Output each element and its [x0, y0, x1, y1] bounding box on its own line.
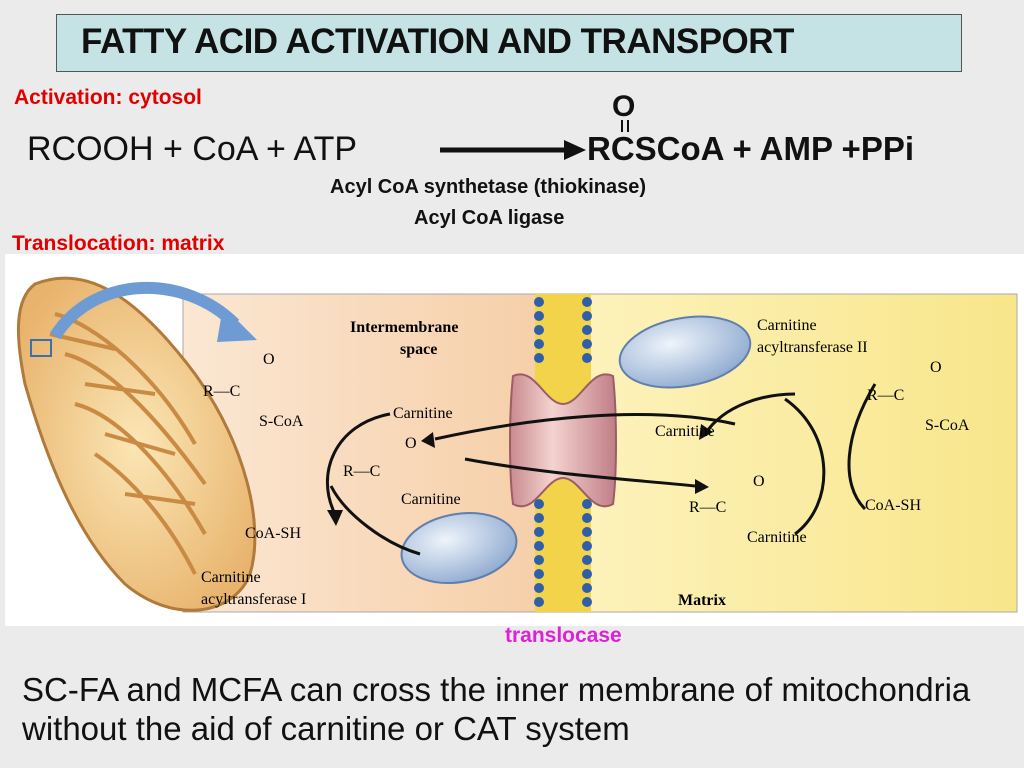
acylcoa-rc: R—C — [203, 383, 240, 400]
acylcarn-ims-o: O — [405, 435, 417, 452]
zoom-arrow — [49, 282, 240, 340]
translocation-label: Translocation: matrix — [12, 232, 225, 255]
activation-label: Activation: cytosol — [14, 86, 202, 109]
enzyme-alt-name: Acyl CoA ligase — [414, 207, 565, 229]
carbonyl-oxygen: O — [612, 90, 636, 123]
cat1-label-2: acyltransferase I — [201, 591, 306, 608]
acylcoa-scoa: S-CoA — [259, 413, 304, 430]
acylcoa-matrix-o: O — [930, 359, 942, 376]
arrow-heads — [327, 424, 713, 526]
double-bond — [621, 120, 629, 132]
coash-matrix-label: CoA-SH — [865, 497, 921, 514]
reaction-arrow — [440, 140, 586, 160]
acylcarn-ims-rc: R—C — [343, 463, 380, 480]
cat2-enzyme — [618, 315, 752, 389]
equation-reactants: RCOOH + CoA + ATP — [27, 130, 358, 168]
acylcarn-matrix-rc: R—C — [689, 499, 726, 516]
carnitine-ims-label: Carnitine — [393, 405, 453, 422]
cat2-label-1: Carnitine — [757, 317, 817, 334]
carnitine-matrix-label: Carnitine — [655, 423, 715, 440]
carnitine-shuttle-figure: Intermembrane space Matrix Carnitine acy… — [5, 254, 1024, 626]
equation-products: RCSCoA + AMP +PPi — [587, 130, 915, 167]
cat1-enzyme — [400, 512, 518, 584]
cat2-label-2: acyltransferase II — [757, 339, 868, 356]
title-box: FATTY ACID ACTIVATION AND TRANSPORT — [56, 14, 962, 72]
ims-label-1: Intermembrane — [350, 319, 458, 336]
acylcarn-matrix-o: O — [753, 473, 765, 490]
ims-label-2: space — [400, 341, 437, 358]
coash-ims-label: CoA-SH — [245, 525, 301, 542]
acylcarn-matrix-carnitine: Carnitine — [747, 529, 807, 546]
acylcoa-o: O — [263, 351, 275, 368]
shuttle-diagram: Intermembrane space Matrix Carnitine acy… — [17, 276, 1018, 613]
mitochondrion-illustration — [17, 276, 257, 612]
enzyme-name: Acyl CoA synthetase (thiokinase) — [330, 176, 647, 198]
matrix-label: Matrix — [678, 592, 726, 609]
acylcarn-ims-carnitine: Carnitine — [401, 491, 461, 508]
translocase-protein — [509, 373, 617, 508]
zoom-arrow-head — [217, 306, 257, 342]
translocase-label: translocase — [505, 624, 622, 647]
acylcoa-matrix-rc: R—C — [867, 387, 904, 404]
matrix-panel — [542, 293, 1018, 613]
acylcoa-matrix-scoa: S-CoA — [925, 417, 970, 434]
slide-title: FATTY ACID ACTIVATION AND TRANSPORT — [81, 22, 794, 61]
footnote-text: SC-FA and MCFA can cross the inner membr… — [22, 671, 971, 747]
cat1-label-1: Carnitine — [201, 569, 261, 586]
reaction-arrows — [325, 383, 877, 556]
